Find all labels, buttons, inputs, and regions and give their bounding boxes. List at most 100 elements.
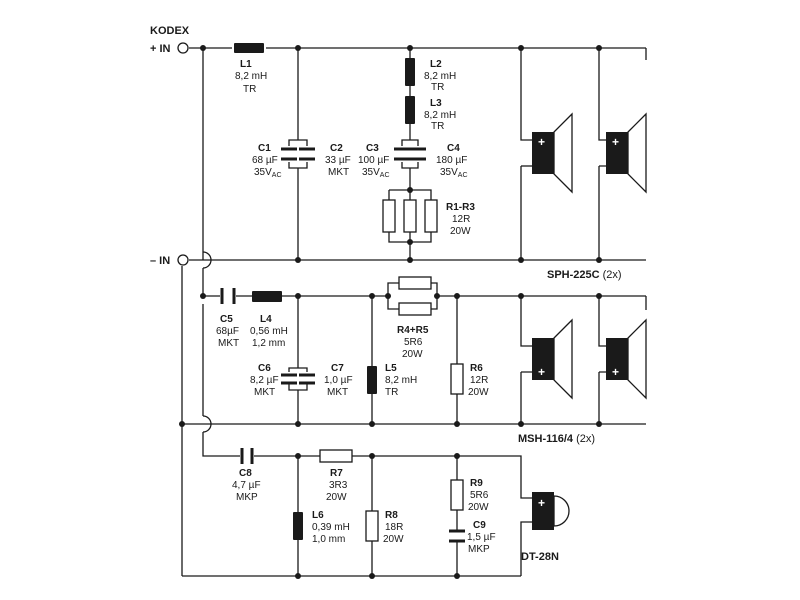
svg-text:+: +	[538, 135, 545, 149]
c9-value: 1,5 µF	[467, 532, 496, 543]
r8-name: R8	[385, 510, 398, 521]
c5-name: C5	[220, 314, 233, 325]
c3-voltage: 35VAC	[362, 167, 390, 179]
r8-value: 18R	[385, 522, 403, 533]
l1-type: TR	[243, 84, 256, 95]
l5-name: L5	[385, 363, 397, 374]
l1-value: 8,2 mH	[235, 71, 267, 82]
c8-type: MKP	[236, 492, 258, 503]
inductor-l3	[405, 96, 415, 124]
resistor-r3	[424, 199, 438, 233]
r9-power: 20W	[468, 502, 489, 513]
svg-text:+: +	[538, 496, 545, 510]
c6-type: MKT	[254, 387, 275, 398]
c8-name: C8	[239, 468, 252, 479]
l4-name: L4	[260, 314, 272, 325]
plus-in-terminal[interactable]	[177, 42, 189, 54]
r7-value: 3R3	[329, 480, 348, 491]
capacitor-c9	[449, 529, 465, 543]
r1r3-power: 20W	[450, 226, 471, 237]
resistor-r6	[450, 363, 464, 395]
r6-value: 12R	[470, 375, 488, 386]
speaker-sph225c-2: +	[606, 112, 647, 194]
c6-value: 8,2 µF	[250, 375, 279, 386]
svg-text:+: +	[612, 135, 619, 149]
resistor-r8	[365, 510, 379, 542]
c1-value: 68 µF	[252, 155, 278, 166]
brand-label: KODEX	[150, 25, 190, 37]
c5-value: 68µF	[216, 326, 239, 337]
svg-text:+: +	[538, 365, 545, 379]
speaker-2-model: MSH-116/4 (2x)	[518, 433, 595, 445]
c7-value: 1,0 µF	[324, 375, 353, 386]
inductor-l6	[293, 512, 303, 540]
speaker-1-model: SPH-225C (2x)	[547, 269, 622, 281]
c2-value: 33 µF	[325, 155, 351, 166]
c6-name: C6	[258, 363, 271, 374]
resistor-r5	[398, 302, 432, 316]
junction-dots	[179, 45, 602, 579]
c3-name: C3	[366, 143, 379, 154]
r6-name: R6	[470, 363, 483, 374]
c5-type: MKT	[218, 338, 239, 349]
l5-value: 8,2 mH	[385, 375, 417, 386]
svg-text:+: +	[612, 365, 619, 379]
capacitor-c3-c4	[394, 147, 426, 161]
minus-in-terminal[interactable]	[177, 254, 189, 266]
l5-type: TR	[385, 387, 398, 398]
c2-type: MKT	[328, 167, 349, 178]
resistor-r7	[319, 449, 353, 463]
r4r5-name: R4+R5	[397, 325, 429, 336]
c1-name: C1	[258, 143, 271, 154]
r7-name: R7	[330, 468, 343, 479]
c1-voltage: 35VAC	[254, 167, 282, 179]
l3-type: TR	[431, 121, 444, 132]
l2-value: 8,2 mH	[424, 71, 456, 82]
speaker-msh116-2: +	[606, 318, 647, 400]
r9-value: 5R6	[470, 490, 489, 501]
c2-name: C2	[330, 143, 343, 154]
r1r3-name: R1-R3	[446, 202, 475, 213]
c3-value: 100 µF	[358, 155, 389, 166]
resistor-r2	[403, 199, 417, 233]
inductor-l2	[405, 58, 415, 86]
l4-value: 0,56 mH	[250, 326, 288, 337]
l2-type: TR	[431, 82, 444, 93]
resistor-r4	[398, 276, 432, 290]
inductor-l5	[367, 366, 377, 394]
c8-value: 4,7 µF	[232, 480, 261, 491]
speaker-msh116-1: +	[532, 318, 573, 400]
plus-in-label: + IN	[150, 43, 171, 55]
c4-voltage: 35VAC	[440, 167, 468, 179]
c7-name: C7	[331, 363, 344, 374]
c4-value: 180 µF	[436, 155, 467, 166]
speaker-dt28n: +	[532, 492, 570, 530]
minus-in-label: – IN	[150, 255, 170, 267]
speaker-3-model: DT-28N	[521, 551, 559, 563]
l3-value: 8,2 mH	[424, 110, 456, 121]
inductor-l1	[234, 43, 264, 53]
c4-name: C4	[447, 143, 460, 154]
l3-name: L3	[430, 98, 442, 109]
capacitor-c1-c2	[281, 147, 315, 161]
c9-name: C9	[473, 520, 486, 531]
r9-name: R9	[470, 478, 483, 489]
l2-name: L2	[430, 59, 442, 70]
speaker-sph225c-1: +	[532, 112, 573, 194]
capacitor-c5	[220, 288, 236, 304]
r4r5-value: 5R6	[404, 337, 423, 348]
l4-wire: 1,2 mm	[252, 338, 285, 349]
c7-type: MKT	[327, 387, 348, 398]
resistor-r9	[450, 479, 464, 511]
r1r3-value: 12R	[452, 214, 470, 225]
capacitor-c6-c7	[281, 373, 315, 385]
l6-wire: 1,0 mm	[312, 534, 345, 545]
l6-name: L6	[312, 510, 324, 521]
l1-name: L1	[240, 59, 252, 70]
r6-power: 20W	[468, 387, 489, 398]
resistor-r1	[382, 199, 396, 233]
c9-type: MKP	[468, 544, 490, 555]
l6-value: 0,39 mH	[312, 522, 350, 533]
capacitor-c8	[240, 448, 254, 464]
r4r5-power: 20W	[402, 349, 423, 360]
